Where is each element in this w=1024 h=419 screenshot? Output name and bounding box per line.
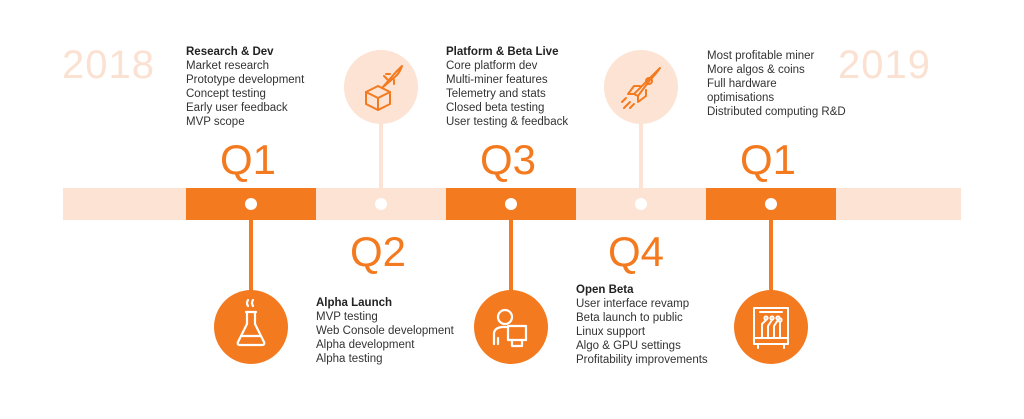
milestone-title: Platform & Beta Live <box>446 46 559 58</box>
quarter-label-q1-2019: Q1 <box>740 136 797 183</box>
stem-q2 <box>379 120 383 200</box>
milestone-item: Telemetry and stats <box>446 88 546 100</box>
milestone-block-q3: Platform & Beta Live Core platform dev M… <box>446 45 568 129</box>
circuit-board-icon <box>734 290 808 364</box>
milestone-item: More algos & coins <box>707 64 805 76</box>
rocket-icon <box>604 50 678 124</box>
milestone-item: Multi-miner features <box>446 74 548 86</box>
milestone-item: Algo & GPU settings <box>576 340 681 352</box>
milestone-title: Open Beta <box>576 284 634 296</box>
milestone-title: Alpha Launch <box>316 297 393 309</box>
milestone-block-q1-2019: Most profitable miner More algos & coins… <box>707 49 846 119</box>
milestone-item: Early user feedback <box>186 102 288 114</box>
year-end-label: 2019 <box>838 43 931 87</box>
milestone-item: Beta launch to public <box>576 312 683 324</box>
milestone-item: Alpha testing <box>316 353 383 365</box>
milestone-item: Core platform dev <box>446 60 538 72</box>
quarter-label-q3: Q3 <box>480 136 537 183</box>
flask-icon <box>214 290 288 364</box>
box-rocket-icon <box>344 50 418 124</box>
quarter-label-q1-2018: Q1 <box>220 136 277 183</box>
stem-q4 <box>639 120 643 200</box>
milestone-item: Closed beta testing <box>446 102 545 114</box>
milestone-item: Prototype development <box>186 74 305 86</box>
milestone-item: Alpha development <box>316 339 415 351</box>
milestone-item: Profitability improvements <box>576 354 708 366</box>
stem-q1-2019 <box>769 210 773 300</box>
milestone-dot-q1-2018 <box>245 198 257 210</box>
milestone-items: MVP testing Web Console development Alph… <box>316 310 454 366</box>
milestone-dot-q2 <box>375 198 387 210</box>
milestone-item: User testing & feedback <box>446 116 569 128</box>
milestone-item: Linux support <box>576 326 646 338</box>
year-start-label: 2018 <box>62 43 155 87</box>
milestone-item: Most profitable miner <box>707 50 815 62</box>
user-computer-icon <box>474 290 548 364</box>
milestone-item: MVP scope <box>186 116 245 128</box>
milestone-items: User interface revamp Beta launch to pub… <box>576 297 708 367</box>
milestone-dot-q3 <box>505 198 517 210</box>
stem-q3 <box>509 210 513 300</box>
quarter-label-q4: Q4 <box>608 228 665 275</box>
milestone-item: Concept testing <box>186 88 266 100</box>
milestone-block-q1-2018: Research & Dev Market research Prototype… <box>186 45 304 129</box>
milestone-dot-q4 <box>635 198 647 210</box>
stem-q1-2018 <box>249 210 253 300</box>
milestone-title: Research & Dev <box>186 46 274 58</box>
milestone-dot-q1-2019 <box>765 198 777 210</box>
milestone-item: optimisations <box>707 92 775 104</box>
milestone-item: User interface revamp <box>576 298 690 310</box>
milestone-item: Web Console development <box>316 325 454 337</box>
milestone-items: Market research Prototype development Co… <box>186 59 304 129</box>
milestone-block-q4: Open Beta User interface revamp Beta lau… <box>576 283 708 367</box>
milestone-item: Full hardware <box>707 78 777 90</box>
milestone-item: Market research <box>186 60 270 72</box>
quarter-label-q2: Q2 <box>350 228 407 275</box>
milestone-items: Most profitable miner More algos & coins… <box>707 49 846 119</box>
milestone-items: Core platform dev Multi-miner features T… <box>446 59 568 129</box>
milestone-item: MVP testing <box>316 311 378 323</box>
milestone-block-q2: Alpha Launch MVP testing Web Console dev… <box>316 296 454 366</box>
milestone-item: Distributed computing R&D <box>707 106 846 118</box>
